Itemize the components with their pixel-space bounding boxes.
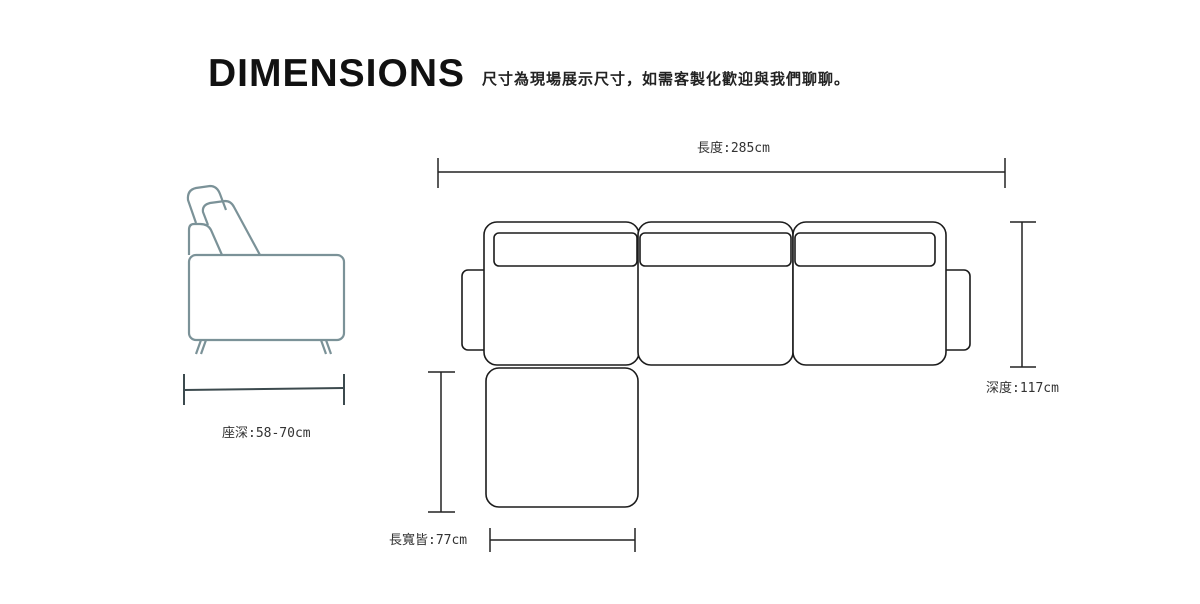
ottoman [485,367,639,508]
side-view-sofa [186,184,346,355]
seat-depth-label: 座深:58-70cm [222,426,311,441]
seat-depth-dimension-line [183,374,345,405]
subtitle: 尺寸為現場展示尺寸，如需客製化歡迎與我們聊聊。 [482,70,851,88]
ottoman-size-label: 長寬皆:77cm [389,533,468,548]
depth-label: 深度:117cm [986,381,1059,396]
top-view-sofa [461,221,971,508]
length-label: 長度:285cm [697,141,770,156]
ottoman-dimension-lines [428,371,636,552]
length-dimension-line [437,158,1006,188]
page-title: DIMENSIONS [208,52,466,95]
depth-dimension-line [1010,221,1036,368]
